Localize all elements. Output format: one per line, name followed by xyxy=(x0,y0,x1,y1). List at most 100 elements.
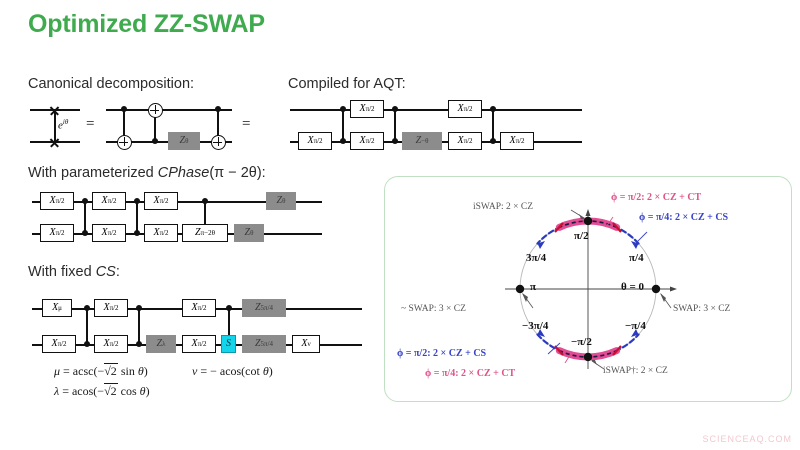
arc-arrowhead-icon xyxy=(631,329,639,337)
cphase-link xyxy=(204,201,206,224)
callout-iswap-dagger: iSWAP†: 2 × CZ xyxy=(603,366,668,376)
caption-fixedcs-post: : xyxy=(115,264,120,280)
annotation-top-blue: ϕ = π/4: 2 × CZ + CS xyxy=(639,212,729,223)
leader-arrow-icon xyxy=(522,293,528,302)
arc-end-tick xyxy=(612,345,622,356)
cz-link xyxy=(394,109,396,141)
cnot-target-icon xyxy=(211,135,226,150)
caption-fixedcs-pre: With fixed xyxy=(28,264,96,280)
control-dot xyxy=(340,106,346,112)
cnot-link xyxy=(217,109,219,141)
equals-sign-2: = xyxy=(242,116,251,132)
caption-compiled-for-aqt: Compiled for AQT: xyxy=(288,76,406,92)
cz-link xyxy=(84,201,86,233)
control-dot xyxy=(136,305,142,311)
tick-label-neg-pi-2: −π/2 xyxy=(571,336,592,348)
leader-arrow-icon xyxy=(579,214,585,219)
arc-end-tick xyxy=(612,222,622,233)
swap-cross-icon xyxy=(49,136,60,147)
formula-mu: μ = acsc(−√2 sin θ) xyxy=(54,363,148,378)
swap-link xyxy=(54,109,56,141)
arc-end-tick xyxy=(554,345,564,356)
control-dot xyxy=(392,106,398,112)
tick-label-theta-0: θ = 0 xyxy=(621,281,645,293)
callout-approx-swap: ~ SWAP: 3 × CZ xyxy=(401,304,466,314)
control-dot xyxy=(152,138,158,144)
control-dot xyxy=(82,198,88,204)
control-dot xyxy=(215,106,221,112)
cnot-target-icon xyxy=(148,103,163,118)
control-dot xyxy=(84,305,90,311)
cz-link xyxy=(86,308,88,344)
watermark: SCIENCEAQ.COM xyxy=(702,434,792,444)
leader-line xyxy=(633,231,648,246)
formula-nu: ν = − acos(cot θ) xyxy=(192,364,273,378)
annotation-bottom-blue: ϕ = π/2: 2 × CZ + CS xyxy=(397,348,487,359)
control-dot xyxy=(121,106,127,112)
caption-fixed-cs: With fixed CS: xyxy=(28,264,120,280)
cz-link xyxy=(138,308,140,344)
callout-swap: SWAP: 3 × CZ xyxy=(673,304,731,314)
tick-label-pi: π xyxy=(530,281,537,293)
phase-label: eiθ xyxy=(58,118,69,132)
equals-sign-1: = xyxy=(86,116,95,132)
control-dot xyxy=(84,341,90,347)
callout-iswap: iSWAP: 2 × CZ xyxy=(473,202,533,212)
arc-arrowhead-icon xyxy=(537,329,545,337)
control-dot xyxy=(134,198,140,204)
control-dot xyxy=(82,230,88,236)
theta-circle-panel: π/2 3π/4 π/4 π θ = 0 −3π/4 −π/4 −π/2 iSW… xyxy=(384,176,792,402)
cnot-link xyxy=(123,109,125,141)
point-approx-swap xyxy=(515,284,525,294)
cz-link xyxy=(492,109,494,141)
leader-arrow-icon xyxy=(591,360,597,365)
formula-lambda: λ = acos(−√2 cos θ) xyxy=(54,383,150,398)
leader-line xyxy=(564,351,573,364)
cz-link xyxy=(342,109,344,141)
control-dot xyxy=(392,138,398,144)
tick-label-neg-pi-4: −π/4 xyxy=(625,320,646,332)
point-swap xyxy=(651,284,661,294)
control-dot xyxy=(490,106,496,112)
cnot-link xyxy=(154,109,156,141)
arc-arrowhead-icon xyxy=(537,241,545,249)
leader-line xyxy=(547,342,561,355)
caption-canonical-decomposition: Canonical decomposition: xyxy=(28,76,195,92)
leader-line xyxy=(605,216,614,228)
caption-cphase-pre: With parameterized xyxy=(28,165,158,181)
leader-arrow-icon xyxy=(660,293,666,302)
tick-label-neg-3pi-4: −3π/4 xyxy=(522,320,549,332)
cs-link xyxy=(228,308,230,344)
arc-end-tick xyxy=(554,222,564,233)
point-iswap xyxy=(583,216,593,226)
tick-label-pi-2: π/2 xyxy=(574,230,589,242)
point-iswap-dagger xyxy=(583,352,593,362)
axis-arrow-right-icon xyxy=(670,286,677,292)
control-dot xyxy=(134,230,140,236)
caption-cphase-post: (π − 2θ): xyxy=(209,165,266,181)
gate-z-minus-theta: Z−θ xyxy=(402,132,442,150)
